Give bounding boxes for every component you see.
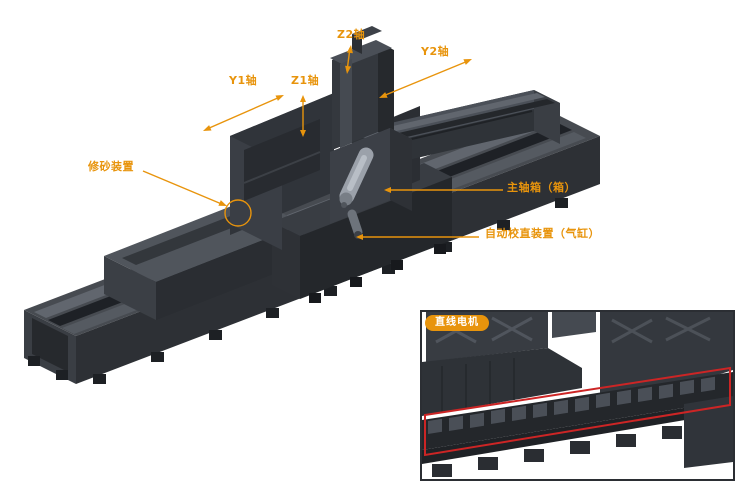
arrowheads [203,45,472,240]
inset-base [422,396,733,477]
label-spindle-box: 主轴箱（箱） [507,181,576,194]
label-dresser: 修砂装置 [88,160,134,173]
inset-left-mass [422,348,582,416]
linear-motor-inset: 直线电机 [420,310,735,481]
label-straightener: 自动校直装置（气缸） [485,227,600,240]
annotation-arrows [142,47,503,238]
inset-middle-tab [552,312,596,338]
label-z1-axis: Z1轴 [291,74,320,87]
dresser-arrow [142,170,225,206]
label-z2-axis: Z2轴 [337,28,366,41]
label-y1-axis: Y1轴 [229,74,258,87]
linear-motor-badge: 直线电机 [425,315,489,331]
y2-axis-arrow [382,60,469,97]
linear-motor-strip [422,372,733,450]
y1-axis-arrow [206,96,281,130]
linear-motor-highlight [424,366,731,457]
label-y2-axis: Y2轴 [421,45,450,58]
dresser-highlight-circle [224,199,252,227]
linear-motor-closeup [422,312,733,477]
spindle-cylinder [339,147,374,208]
z-tower [330,26,394,150]
inset-top-right-block [600,312,733,412]
